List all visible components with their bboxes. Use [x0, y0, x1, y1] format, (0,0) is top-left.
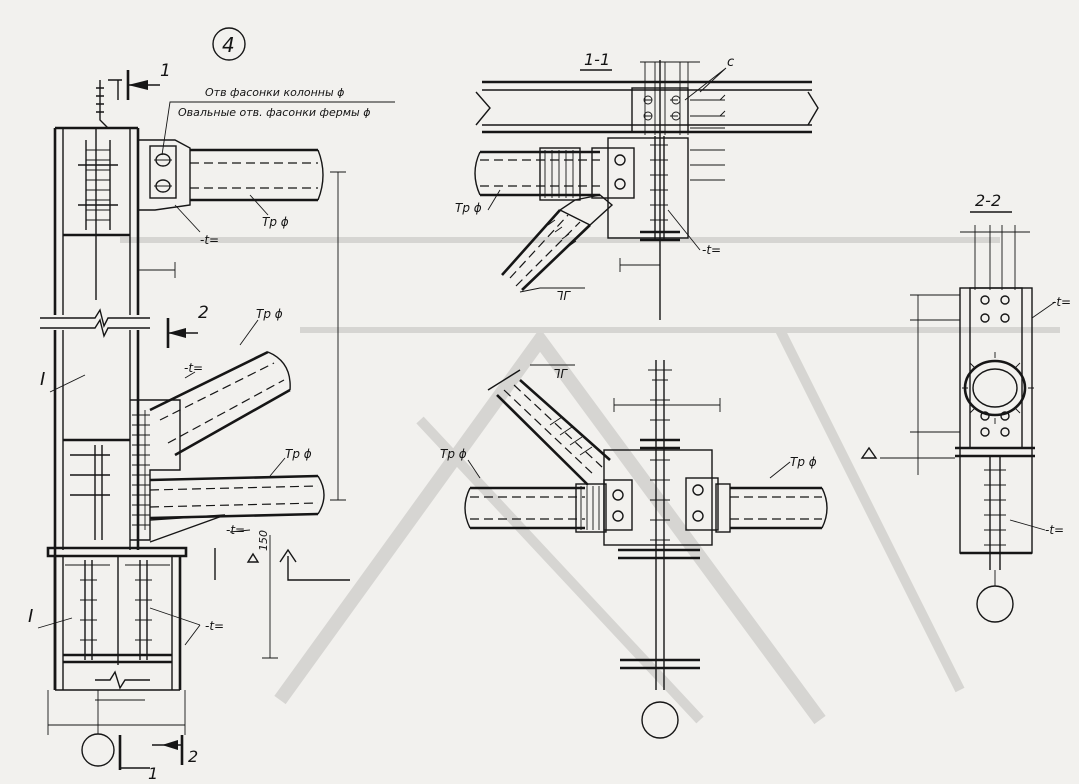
section-1-1-title: 1-1: [584, 50, 610, 69]
s11-angle-label-lower: ᒣᒥ: [553, 367, 568, 381]
section-1-1-lower-view: ᒣᒥ Тр ϕ Тр ϕ: [440, 360, 828, 739]
s11-pipe-label-upper: Тр ϕ: [455, 201, 482, 215]
i-beam-label-bottom: I: [28, 606, 33, 627]
axis-bubble-middle: [641, 701, 679, 739]
plate-label-mid: -t=: [184, 361, 203, 375]
label-c: c: [727, 55, 734, 70]
s11-angle-label-upper: ᒣᒥ: [556, 289, 571, 303]
s11-pipe-label-left: Тр ϕ: [440, 447, 467, 461]
section-marker-1-bottom: 1: [148, 764, 158, 779]
section-marker-2-mid: 2: [198, 303, 209, 323]
s11-plate-label-upper: -t=: [702, 243, 721, 257]
detail-number-circle: [212, 27, 246, 61]
note-oval-holes-truss-gusset: Овальные отв. фасонки фермы ϕ: [178, 106, 370, 119]
dimension-150: 150: [257, 530, 270, 551]
s22-plate-label-bottom: -t=: [1045, 523, 1064, 537]
pipe-label-horiz: Тр ϕ: [285, 447, 312, 461]
section-2-2-title: 2-2: [975, 191, 1001, 210]
section-1-1-view: 1-1 c Тр ϕ: [455, 50, 819, 320]
pipe-label-diag: Тр ϕ: [256, 307, 283, 321]
s11-pipe-label-right: Тр ϕ: [790, 455, 817, 469]
section-marker-1-top: 1: [160, 61, 171, 81]
pipe-label-top: Тр ϕ: [262, 215, 289, 229]
background-ghost-lines: [120, 237, 1060, 725]
s22-plate-label-top: -t=: [1052, 295, 1071, 309]
plate-label-top: -t=: [200, 233, 219, 247]
i-beam-label-top: I: [40, 369, 45, 390]
plate-label-base: -t=: [205, 619, 224, 633]
detail-number: 4: [222, 33, 235, 57]
section-2-2-view: 2-2 -t= -t=: [860, 191, 1071, 623]
note-hole-column-gusset: Отв фасонки колонны ϕ: [205, 86, 344, 99]
axis-bubble-left: [81, 733, 115, 767]
elevation-view: 4 1 I Отв фасон: [28, 27, 395, 783]
section-marker-2-bottom: 2: [188, 747, 198, 766]
axis-bubble-right: [976, 585, 1014, 623]
plate-label-low: -t=: [226, 523, 245, 537]
